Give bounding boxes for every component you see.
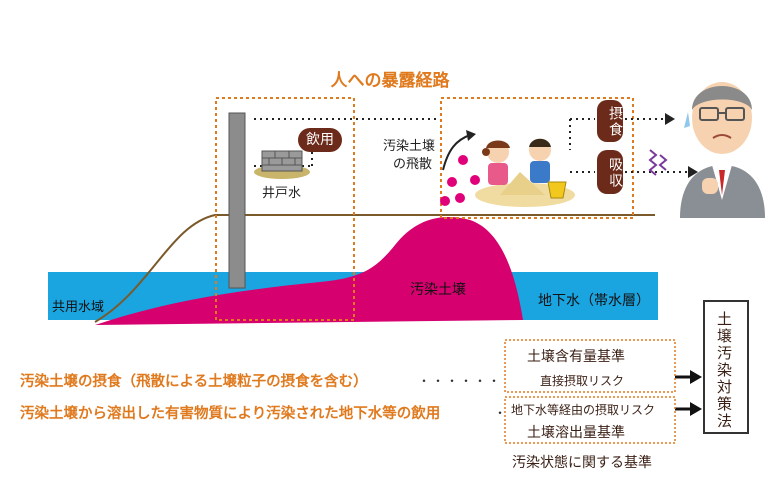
public-water-label: 共用水域 bbox=[52, 300, 105, 315]
soil-particle bbox=[440, 196, 450, 206]
route-groundwater-drinking: 汚染土壌から溶出した有害物質により汚染された地下水等の飲用 bbox=[20, 406, 441, 422]
arrowhead-elution-to-law bbox=[690, 402, 702, 416]
arrowhead-person-top bbox=[665, 113, 675, 125]
man-illustration bbox=[680, 82, 765, 218]
soil-particle bbox=[447, 177, 457, 187]
well-pipe bbox=[228, 112, 246, 289]
content-standard-box bbox=[504, 339, 676, 393]
kyushu-label: 吸収 bbox=[597, 150, 623, 194]
soil-particle bbox=[458, 155, 468, 165]
scatter-arrowhead bbox=[466, 130, 476, 141]
route-dot-single: ・ bbox=[494, 406, 507, 420]
elution-standard-sub: 地下水等経由の摂取リスク bbox=[511, 403, 656, 417]
well-icon bbox=[254, 150, 310, 179]
content-standard-sub: 直接摂取リスク bbox=[540, 374, 625, 388]
elution-standard-box bbox=[504, 396, 676, 444]
diagram-title: 人への暴露経路 bbox=[330, 71, 450, 91]
soil-particle bbox=[455, 193, 465, 203]
soil-contamination-law-box: 土壌汚染対策法 bbox=[703, 300, 749, 434]
ground-surface-line bbox=[94, 214, 655, 323]
soil-particle bbox=[470, 175, 480, 185]
inyo-label: 飲用 bbox=[298, 128, 342, 152]
route-soil-ingestion: 汚染土壌の摂食（飛散による土壌粒子の摂食を含む） bbox=[20, 374, 368, 390]
elution-standard-title: 土壌溶出量基準 bbox=[527, 425, 625, 441]
scatter-label-line2: の飛散 bbox=[393, 157, 433, 172]
arrowhead-person-bottom bbox=[688, 166, 698, 178]
scatter-arrow bbox=[442, 134, 471, 171]
groundwater-label: 地下水（帯水層） bbox=[538, 293, 650, 309]
content-standard-title: 土壌含有量基準 bbox=[527, 349, 625, 365]
contaminated-soil-mass bbox=[95, 217, 523, 325]
arrowhead-content-to-law bbox=[690, 370, 702, 384]
distress-zigzag-icon bbox=[648, 149, 668, 176]
soil-route-box bbox=[440, 97, 634, 219]
sesshoku-label: 摂食 bbox=[597, 100, 623, 142]
scatter-label-line1: 汚染土壌 bbox=[383, 139, 436, 154]
route-dots: ・・・・・・ bbox=[418, 374, 503, 388]
well-route-box bbox=[215, 97, 355, 321]
standards-caption: 汚染状態に関する基準 bbox=[512, 455, 652, 471]
children-playing-illustration bbox=[475, 138, 575, 207]
well-label: 井戸水 bbox=[262, 186, 302, 201]
contaminated-soil-label: 汚染土壌 bbox=[410, 282, 466, 298]
